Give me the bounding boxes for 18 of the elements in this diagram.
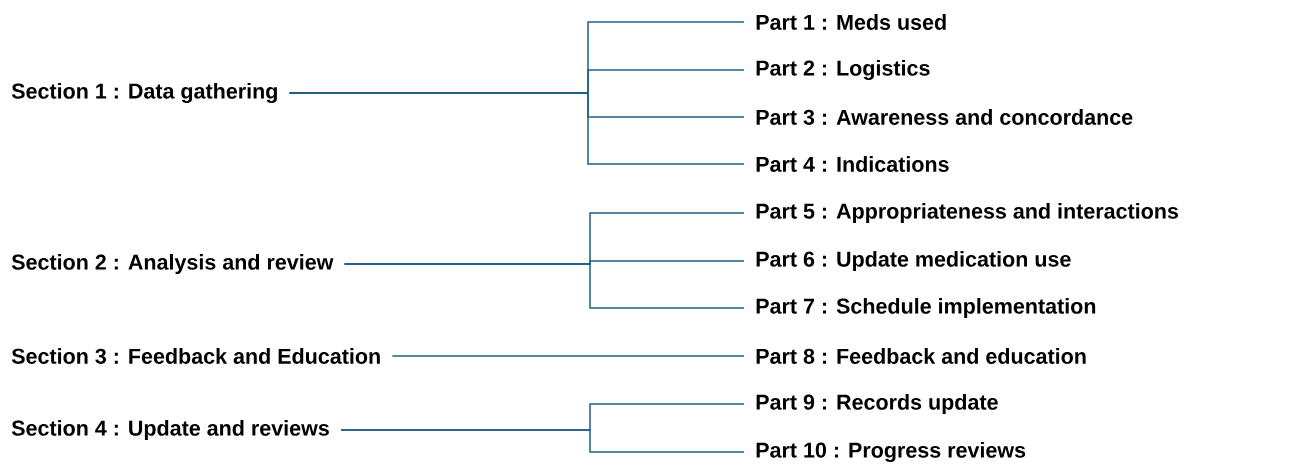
part-label: Part 7 : Schedule implementation <box>756 298 1096 319</box>
part-label: Part 3 : Awareness and concordance <box>756 109 1133 125</box>
part-label: Part 4 : Indications <box>756 156 949 172</box>
section-label: Section 1 : Data gathering <box>11 82 277 104</box>
part-label: Part 6 : Update medication use <box>756 251 1071 272</box>
connector-line <box>288 92 745 165</box>
part-label: Part 2 : Logistics <box>756 59 930 81</box>
connector-line <box>340 429 745 453</box>
section-label: Section 2 : Analysis and review <box>11 254 334 275</box>
part-label: Part 9 : Records update <box>756 394 998 415</box>
section-label: Section 4 : Update and reviews <box>11 420 329 441</box>
connector-line <box>391 355 745 357</box>
part-label: Part 1 : Meds used <box>756 14 946 30</box>
part-label: Part 8 : Feedback and education <box>756 348 1086 364</box>
connector-line <box>343 263 745 309</box>
part-label: Part 10 : Progress reviews <box>756 441 1026 463</box>
section-label: Section 3 : Feedback and Education <box>11 348 380 364</box>
part-label: Part 5 : Appropriateness and interactions <box>756 203 1179 224</box>
